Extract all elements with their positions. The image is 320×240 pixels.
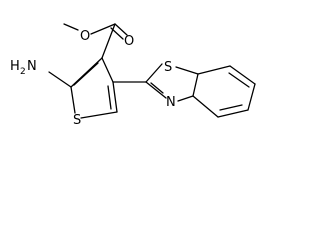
- bond-c3-c2-inner: [73, 62, 99, 86]
- bond-carbonyl-o-outer: [114, 23, 128, 36]
- bond-c2-s: [70, 86, 76, 114]
- benzothiazole-nitrogen-label: N: [166, 95, 176, 110]
- bond-carbonyl-ring: [101, 23, 116, 59]
- carbonyl-oxygen-label: O: [124, 34, 134, 49]
- thiophene-sulfur-label: S: [73, 113, 81, 128]
- amine-h-label: H: [10, 59, 20, 74]
- bond-o-carbonyl: [90, 23, 116, 35]
- amine-subscript-label: 2: [20, 67, 26, 77]
- ester-oxygen-label: O: [80, 29, 90, 44]
- bond-methyl-o: [63, 23, 79, 31]
- bond-c7-c6-outer: [229, 65, 256, 85]
- bond-c2-s-thiazole: [145, 63, 163, 83]
- bond-c6-c5: [247, 83, 256, 111]
- bond-c5-c4-inner: [107, 85, 112, 110]
- bond-s-c7a: [175, 66, 199, 75]
- bond-c2-n: [48, 71, 72, 88]
- bond-c7a-c3a: [192, 73, 199, 97]
- amine-n-label: N: [27, 59, 37, 74]
- bond-n-c2-outer: [145, 81, 167, 99]
- bond-c7a-c7: [197, 65, 231, 75]
- bond-c4-c3: [101, 57, 114, 83]
- structure-canvas: O O H 2 N S S N: [10, 23, 256, 128]
- bond-c5-c4-inner-b: [219, 104, 243, 111]
- bond-c4-c3a: [192, 95, 219, 118]
- bond-s-c5: [80, 111, 118, 119]
- bond-c5-c4-outer: [112, 81, 118, 113]
- bond-c5-c4-outer-b: [217, 109, 249, 118]
- benzothiazole-sulfur-label: S: [164, 60, 172, 75]
- bond-n-c2-inner: [150, 82, 164, 94]
- bond-c7-c6-inner: [228, 72, 250, 88]
- bond-c3a-n: [177, 95, 194, 102]
- molecule-diagram: O O H 2 N S S N: [10, 23, 256, 128]
